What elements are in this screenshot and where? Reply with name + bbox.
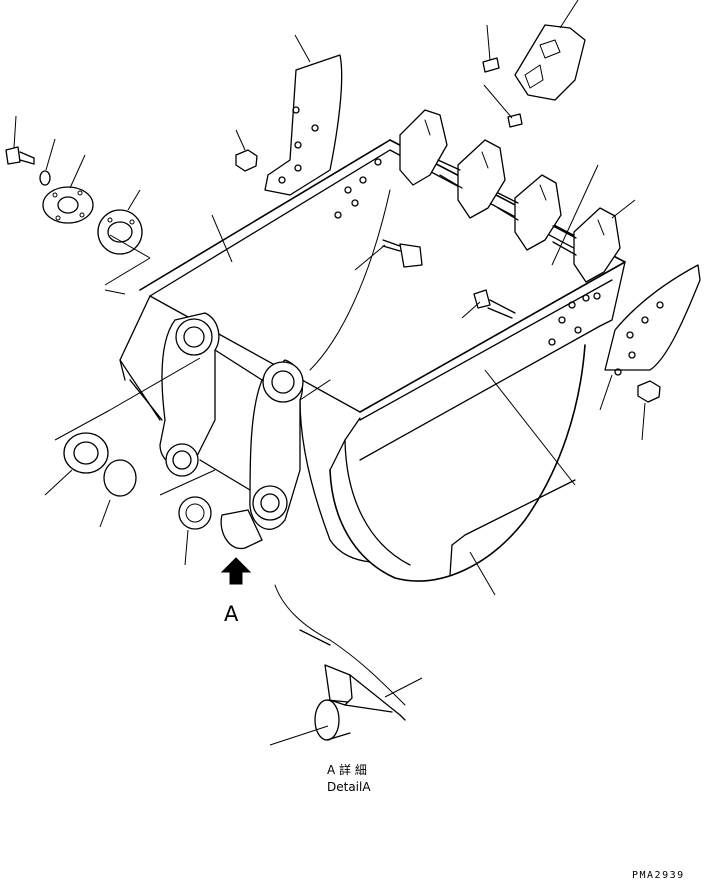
- side-cutter-front: [605, 265, 700, 375]
- linkage-brackets: [120, 313, 303, 548]
- detail-title-jp: A 詳 細: [327, 762, 367, 777]
- spacer-plate: [43, 187, 93, 223]
- bolt-left: [6, 147, 34, 164]
- callout-letter: A: [224, 602, 239, 626]
- boss-plate: [98, 210, 142, 254]
- bolt-inside-2: [474, 290, 515, 318]
- leader-lines: [14, 0, 645, 595]
- drawing-code: PMA2939: [632, 870, 685, 881]
- callout-arrow: [222, 558, 250, 584]
- tooth-2: [458, 140, 505, 218]
- bucket-teeth: [400, 110, 620, 282]
- tooth-1: [400, 110, 447, 185]
- bolt-inside-1: [383, 240, 422, 267]
- tooth-4: [574, 208, 620, 282]
- o-ring: [104, 460, 136, 496]
- tooth-pin-lock: [483, 58, 499, 72]
- tooth-3: [515, 175, 561, 250]
- shim: [179, 497, 211, 529]
- washer-left: [40, 171, 50, 185]
- side-cutter-rear: [265, 55, 342, 195]
- detail-a-view: [270, 585, 422, 745]
- nut-rear: [236, 150, 257, 171]
- tooth-tip-exploded: [515, 25, 585, 100]
- nut-front: [638, 381, 660, 402]
- detail-title-en: DetailA: [327, 780, 371, 794]
- bushing-left: [64, 433, 108, 473]
